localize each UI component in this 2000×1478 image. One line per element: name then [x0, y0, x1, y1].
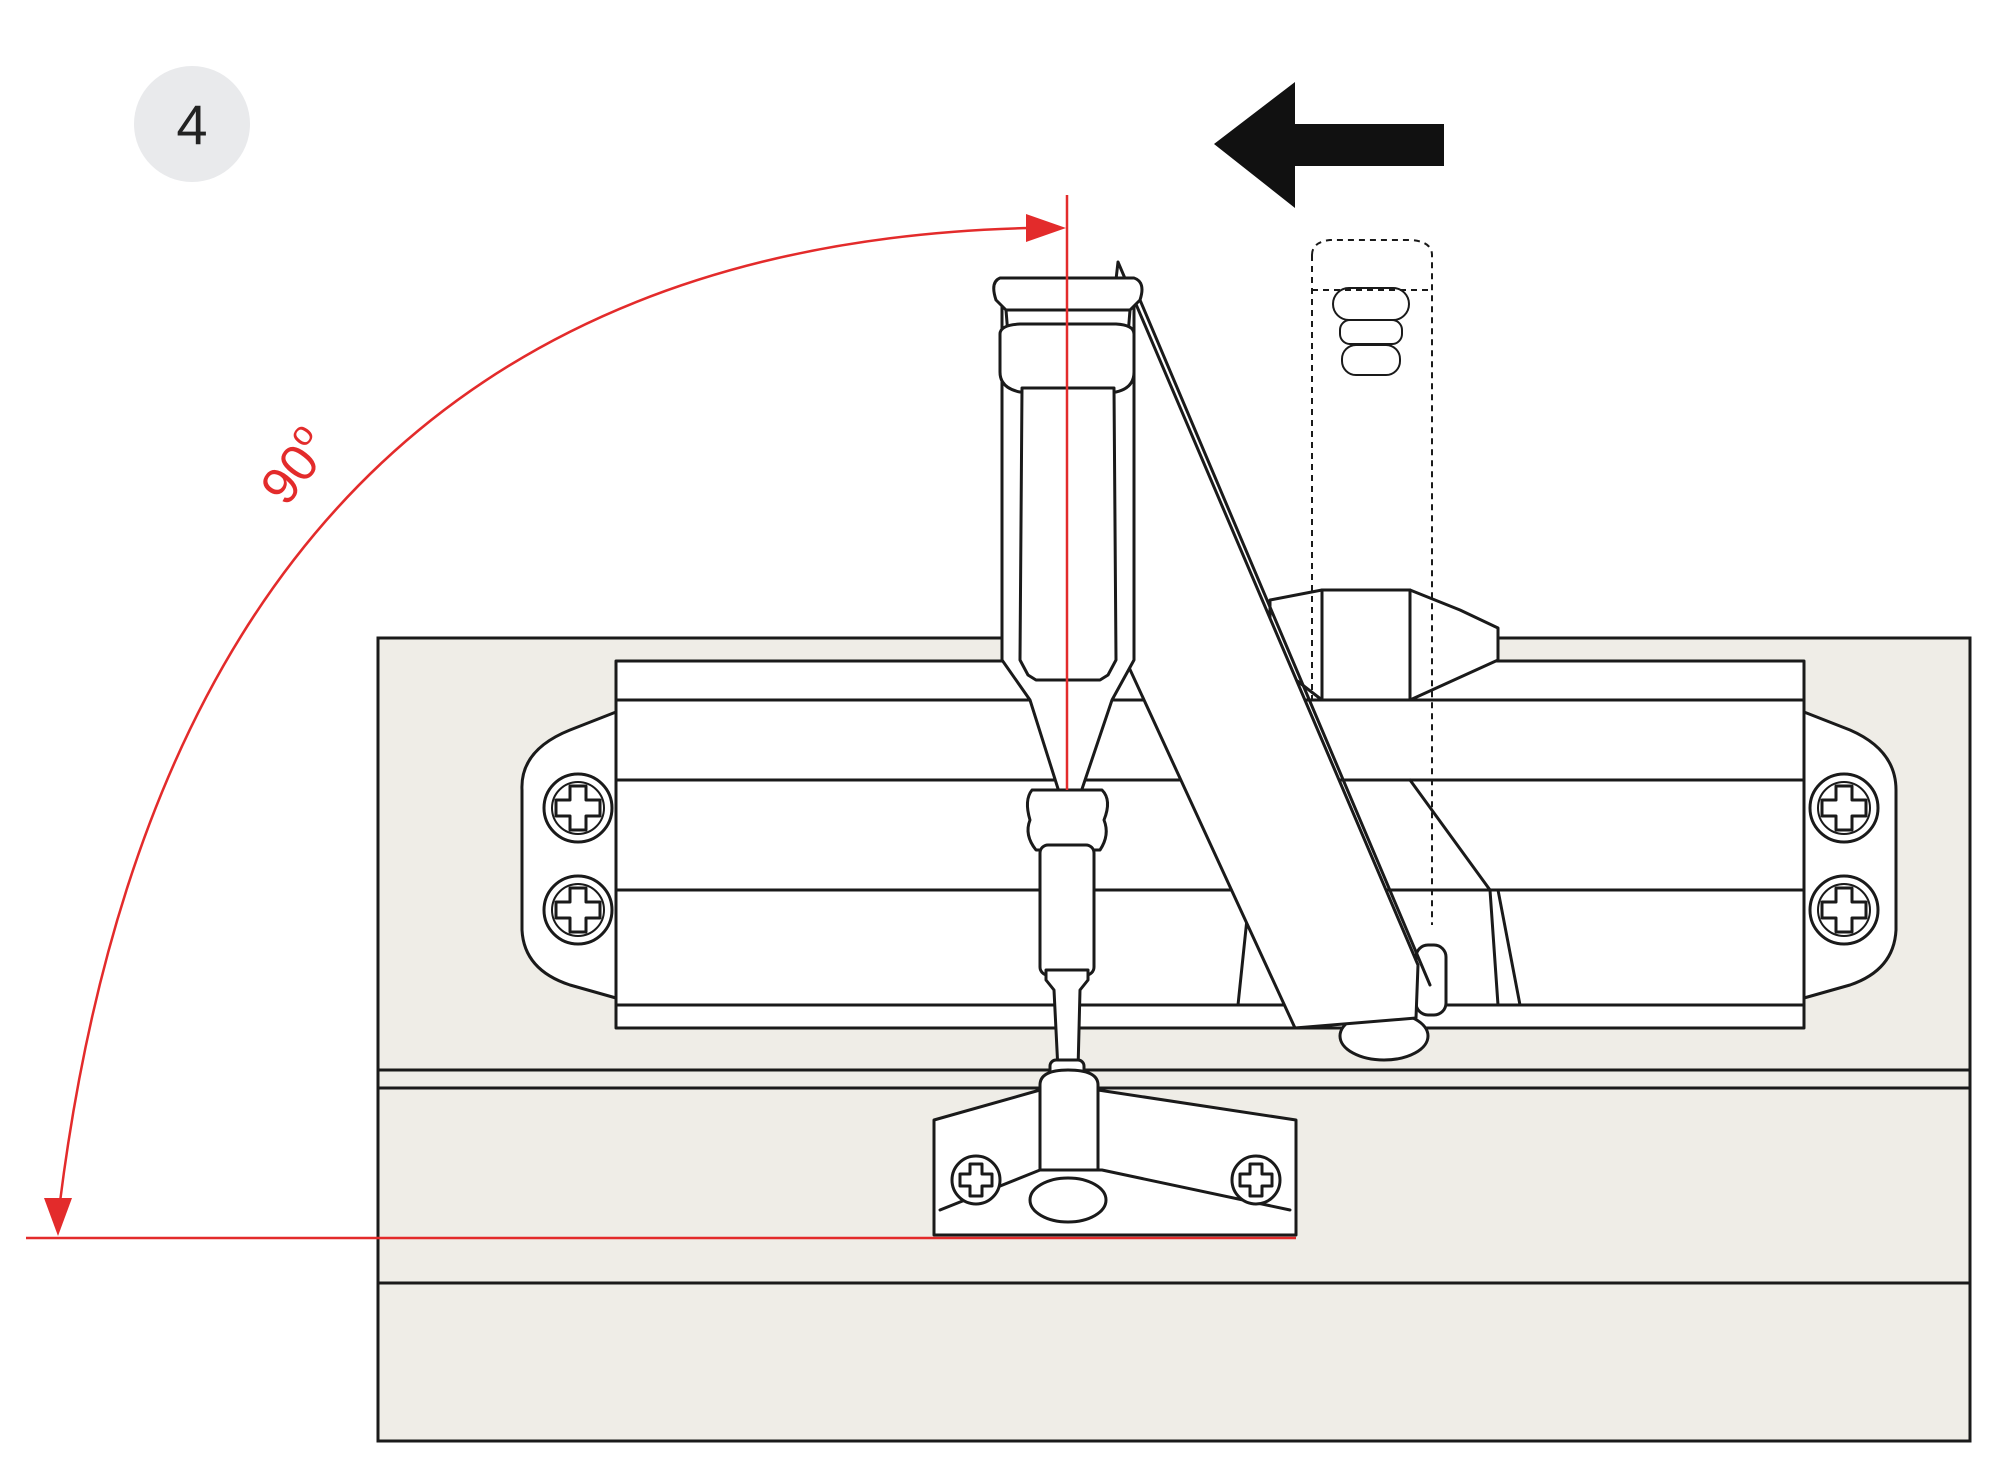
closer-end-plate-right [1802, 710, 1898, 1000]
phillips-screw-icon [1808, 874, 1880, 946]
phillips-screw-icon [950, 1154, 1002, 1206]
arrow-right-icon [1026, 214, 1066, 242]
phillips-screw-icon [542, 874, 614, 946]
phillips-screw-icon [542, 772, 614, 844]
step-number-badge: 4 [134, 66, 250, 182]
arrow-left-icon [1214, 82, 1444, 208]
angle-indicator: 90o [26, 195, 1296, 1240]
step-number: 4 [176, 92, 208, 156]
frame-bracket [932, 1068, 1298, 1237]
phillips-screw-icon [1230, 1154, 1282, 1206]
arrow-down-icon [44, 1198, 72, 1236]
angle-arc [58, 226, 1031, 1203]
arm-previous-position [1311, 239, 1433, 925]
phillips-screw-icon [1808, 772, 1880, 844]
closer-end-plate-left [520, 710, 618, 1000]
angle-label: 90o [245, 415, 343, 515]
